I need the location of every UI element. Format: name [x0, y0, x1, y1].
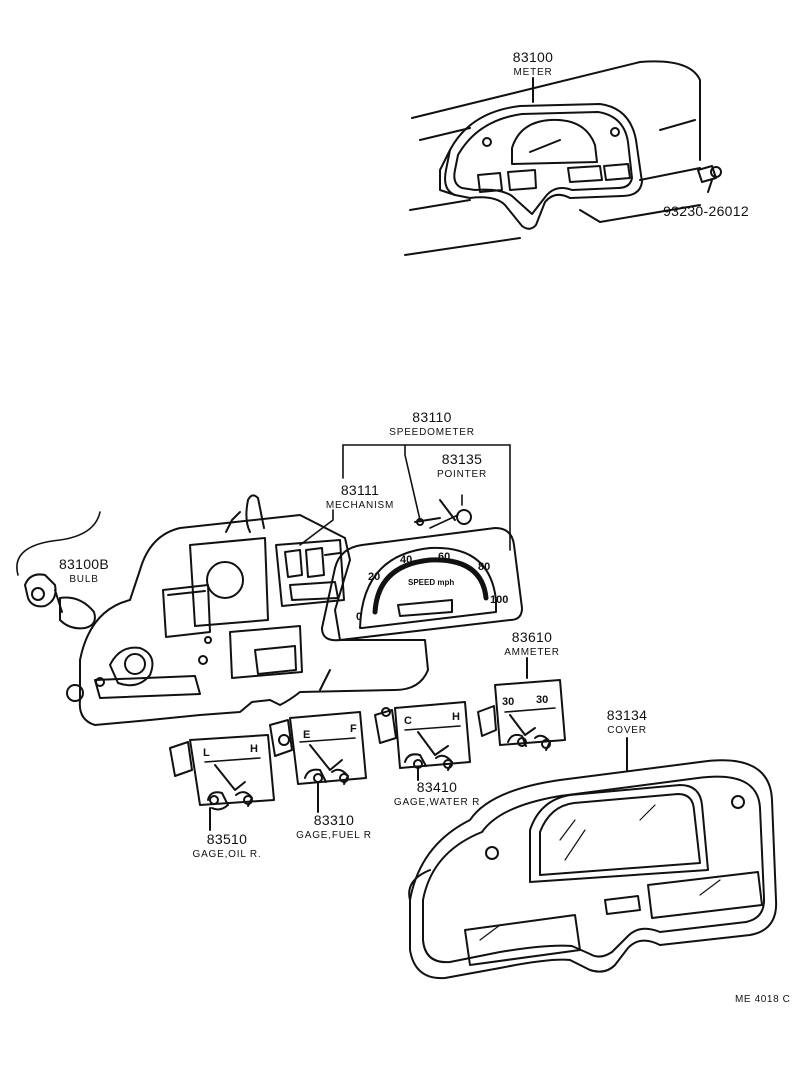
speedometer-part-number: 83110 — [412, 409, 452, 425]
speedometer-unit: SPEED mph — [408, 578, 454, 587]
speedometer-dial-40: 40 — [400, 554, 412, 566]
bulb-part-name: BULB — [69, 574, 99, 585]
gage-water-part-name: GAGE,WATER R — [393, 797, 481, 808]
gage-water-83410 — [374, 701, 471, 771]
part-label-pointer: 83135 POINTER — [437, 452, 487, 480]
fuel-dial-full: F — [350, 723, 357, 735]
pointer-part-number: 83135 — [441, 451, 483, 467]
ammeter-part-name: AMMETER — [504, 647, 560, 658]
part-label-gage-fuel: 83310 GAGE,FUEL R — [296, 813, 372, 841]
gage-fuel-part-name: GAGE,FUEL R — [296, 830, 372, 841]
water-dial-cold: C — [404, 715, 412, 727]
mechanism-housing — [66, 494, 429, 726]
meter-part-name: METER — [513, 67, 553, 78]
speedometer-dial-100: 100 — [490, 594, 508, 606]
oil-dial-high: H — [250, 743, 258, 755]
screw-93230 — [697, 165, 722, 193]
part-label-meter: 83100 METER — [513, 50, 553, 78]
part-label-ammeter: 83610 AMMETER — [504, 630, 560, 658]
ammeter-dial-right: 30 — [536, 694, 548, 706]
part-label-bulb: 83100B BULB — [59, 557, 109, 585]
ammeter-83610 — [477, 679, 566, 751]
gage-oil-part-number: 83510 — [206, 831, 248, 847]
speedometer-part-name: SPEEDOMETER — [389, 427, 475, 438]
cover-part-name: COVER — [607, 725, 647, 736]
fuel-dial-empty: E — [303, 729, 310, 741]
part-label-gage-water: 83410 GAGE,WATER R — [394, 780, 480, 808]
meter-part-number: 83100 — [512, 49, 554, 65]
ammeter-dial-left: 30 — [502, 696, 514, 708]
speedometer-face — [321, 517, 523, 642]
cover-83134 — [408, 759, 778, 980]
oil-dial-low: L — [203, 747, 210, 759]
gage-fuel-83310 — [269, 711, 367, 785]
speedometer-dial-20: 20 — [368, 571, 380, 583]
gage-fuel-part-number: 83310 — [313, 812, 355, 828]
speedometer-dial-80: 80 — [478, 561, 490, 573]
screw-part-number: 93230-26012 — [663, 203, 749, 219]
gage-oil-83510 — [169, 734, 275, 811]
mechanism-part-name: MECHANISM — [325, 500, 395, 511]
bulb-83100b — [16, 511, 101, 630]
water-dial-hot: H — [452, 711, 460, 723]
mechanism-part-number: 83111 — [340, 482, 380, 498]
part-label-speedometer: 83110 SPEEDOMETER — [389, 410, 474, 438]
drawing-code: ME 4018 C — [735, 994, 791, 1005]
meter-assembly — [439, 103, 643, 230]
speedometer-dial-0: 0 — [356, 611, 362, 623]
bulb-part-number: 83100B — [58, 556, 110, 572]
part-label-gage-oil: 83510 GAGE,OIL R. — [192, 832, 261, 860]
ammeter-part-number: 83610 — [511, 629, 553, 645]
dashboard-assembly — [404, 60, 701, 256]
part-label-mechanism: 83111 MECHANISM — [326, 483, 394, 511]
gage-water-part-number: 83410 — [416, 779, 458, 795]
speedometer-bracket — [299, 444, 511, 551]
cover-part-number: 83134 — [606, 707, 648, 723]
part-label-cover: 83134 COVER — [607, 708, 647, 736]
pointer-83135 — [429, 499, 472, 529]
part-label-screw: 93230-26012 — [663, 204, 749, 220]
gage-oil-part-name: GAGE,OIL R. — [192, 849, 262, 860]
pointer-part-name: POINTER — [436, 469, 488, 480]
speedometer-dial-60: 60 — [438, 551, 450, 563]
